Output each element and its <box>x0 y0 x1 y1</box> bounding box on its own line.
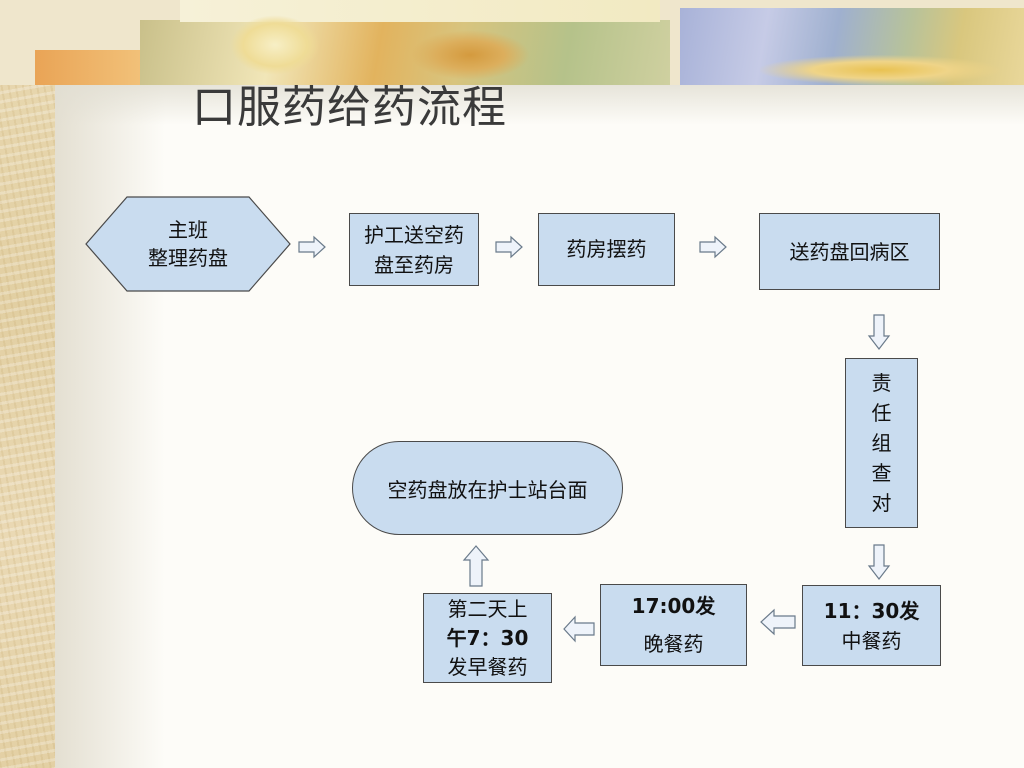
head-nurse-hexagon <box>85 196 291 292</box>
left-decorative-strip <box>0 0 55 768</box>
pharmacy-dispense-label: 药房摆药 <box>566 237 647 261</box>
evening-dose-line2: 晚餐药 <box>643 632 704 656</box>
return-ward-label: 送药盘回病区 <box>789 239 910 264</box>
arrow-left-icon <box>760 608 796 636</box>
morning-dose-line3: 发早餐药 <box>447 654 528 679</box>
team-check-char: 任 <box>871 401 892 425</box>
arrow-up-icon <box>462 545 490 587</box>
head-nurse-step: 主班 整理药盘 <box>85 196 291 292</box>
worker-deliver-line2: 盘至药房 <box>374 252 454 277</box>
page-title: 口服药给药流程 <box>192 82 507 133</box>
evening-dose-step: 17:00发 晚餐药 <box>600 584 747 666</box>
arrow-right-icon <box>699 235 727 259</box>
team-check-char: 查 <box>871 461 892 485</box>
arrow-right-icon <box>298 235 326 259</box>
return-ward-step: 送药盘回病区 <box>759 213 940 290</box>
evening-dose-line1: 17:00发 <box>631 594 716 618</box>
left-shadow <box>55 0 165 768</box>
arrow-left-icon <box>563 615 595 643</box>
noon-dose-step: 11：30发 中餐药 <box>802 585 941 666</box>
empty-tray-step: 空药盘放在护士站台面 <box>352 441 623 535</box>
morning-dose-step: 第二天上 午7：30 发早餐药 <box>423 593 552 683</box>
team-check-step: 责 任 组 查 对 <box>845 358 918 528</box>
empty-tray-label: 空药盘放在护士站台面 <box>387 477 588 502</box>
worker-deliver-step: 护工送空药 盘至药房 <box>349 213 479 286</box>
morning-dose-line2: 午7：30 <box>446 625 529 650</box>
noon-dose-line1: 11：30发 <box>823 598 920 623</box>
arrow-down-icon <box>867 314 891 350</box>
pharmacy-dispense-step: 药房摆药 <box>538 213 675 286</box>
head-nurse-line2: 整理药盘 <box>148 246 228 270</box>
team-check-char: 责 <box>871 371 892 395</box>
arrow-down-icon <box>867 544 891 580</box>
head-nurse-line1: 主班 <box>168 218 208 242</box>
morning-dose-line1: 第二天上 <box>447 596 528 621</box>
arrow-right-icon <box>495 235 523 259</box>
team-check-char: 对 <box>871 491 892 515</box>
noon-dose-line2: 中餐药 <box>841 628 902 653</box>
header-banner-image <box>0 0 1024 85</box>
worker-deliver-line1: 护工送空药 <box>364 222 464 247</box>
top-shadow <box>55 85 1024 125</box>
team-check-char: 组 <box>871 431 892 455</box>
